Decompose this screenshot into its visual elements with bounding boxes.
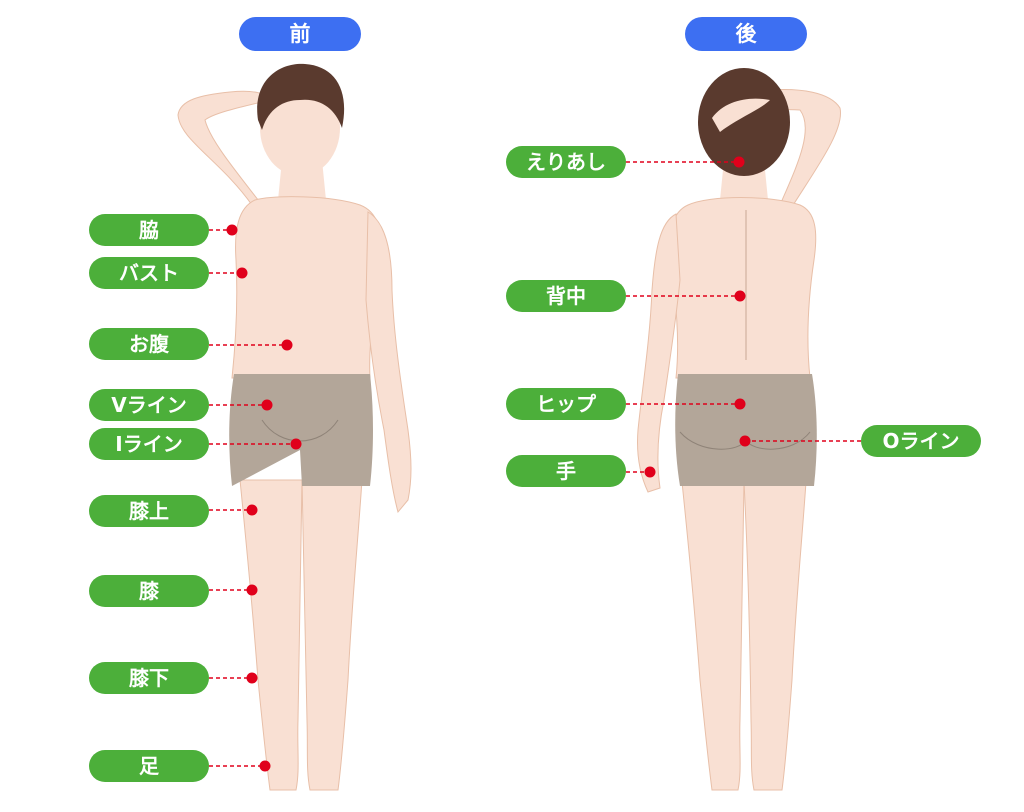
- label-te: 手: [506, 455, 626, 487]
- marker-hizaue: [246, 504, 258, 516]
- front-shorts: [229, 374, 373, 486]
- marker-senaka: [734, 290, 746, 302]
- marker-hizashita: [246, 672, 258, 684]
- front-hanging-arm: [365, 211, 412, 514]
- marker-eriashi: [733, 156, 745, 168]
- connector-lines: [209, 161, 861, 767]
- label-vline: Vライン: [89, 389, 209, 421]
- back-left-leg: [681, 481, 745, 791]
- back-hanging-arm: [637, 213, 681, 493]
- marker-iline: [290, 438, 302, 450]
- back-torso: [669, 197, 817, 379]
- front-torso: [231, 196, 381, 379]
- label-hip: ヒップ: [506, 388, 626, 420]
- back-head: [698, 68, 790, 176]
- marker-vline: [261, 399, 273, 411]
- front-raised-arm: [177, 90, 271, 206]
- label-hiza: 膝: [89, 575, 209, 607]
- marker-hip: [734, 398, 746, 410]
- marker-te: [644, 466, 656, 478]
- back-header: 後: [685, 17, 807, 51]
- front-header: 前: [239, 17, 361, 51]
- label-hizaue: 膝上: [89, 495, 209, 527]
- marker-bust: [236, 267, 248, 279]
- label-oline: Oライン: [861, 425, 981, 457]
- front-left-leg: [239, 479, 303, 791]
- label-eriashi: えりあし: [506, 146, 626, 178]
- marker-waki: [226, 224, 238, 236]
- marker-onaka: [281, 339, 293, 351]
- marker-oline: [739, 435, 751, 447]
- label-ashi: 足: [89, 750, 209, 782]
- label-bust: バスト: [89, 257, 209, 289]
- label-onaka: お腹: [89, 328, 209, 360]
- region-markers: [226, 156, 751, 772]
- back-figure: [637, 68, 842, 791]
- back-right-leg: [743, 481, 807, 791]
- label-senaka: 背中: [506, 280, 626, 312]
- marker-hiza: [246, 584, 258, 596]
- marker-ashi: [259, 760, 271, 772]
- front-figure: [177, 63, 412, 791]
- label-iline: Iライン: [89, 428, 209, 460]
- front-hair: [257, 63, 345, 131]
- back-shorts: [675, 374, 817, 486]
- label-hizashita: 膝下: [89, 662, 209, 694]
- back-hand-on-head: [712, 98, 770, 132]
- label-waki: 脇: [89, 214, 209, 246]
- front-right-leg: [301, 479, 363, 791]
